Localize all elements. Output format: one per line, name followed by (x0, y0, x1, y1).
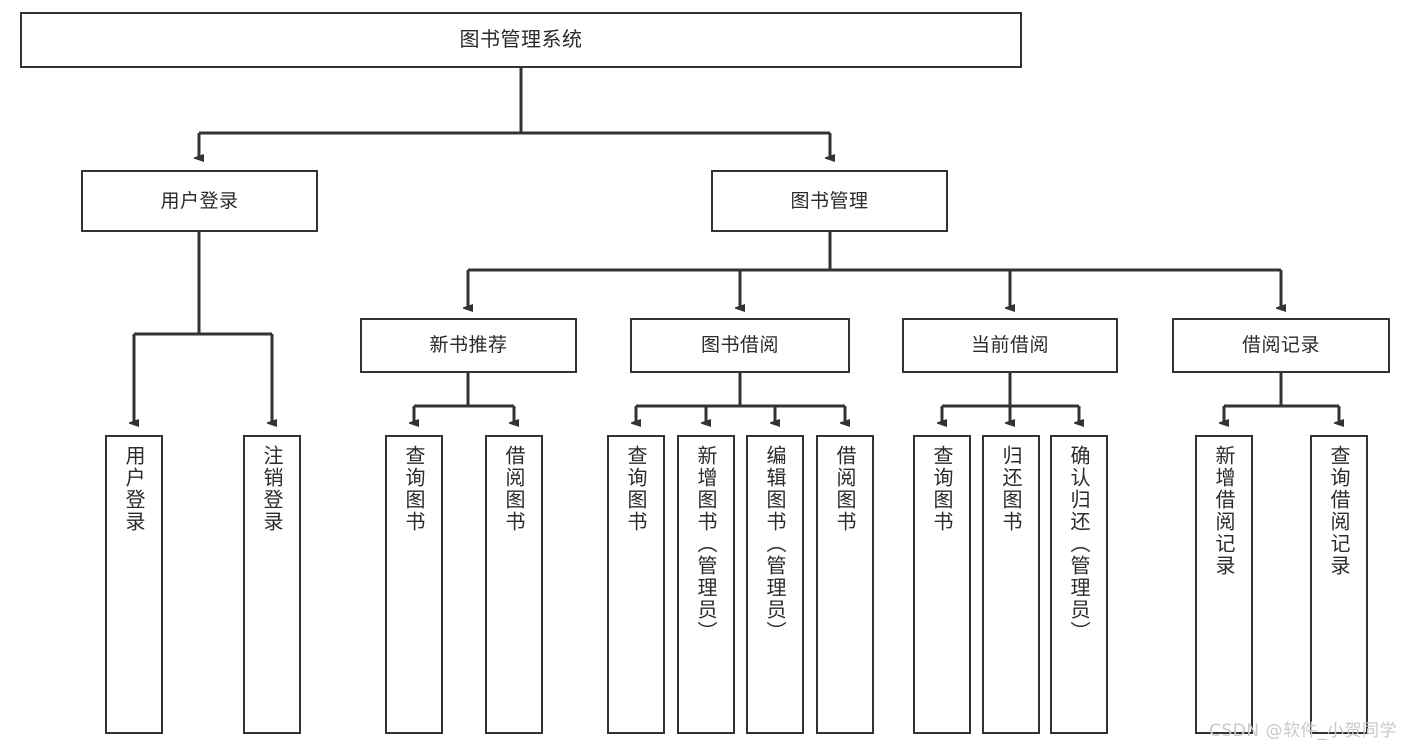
node-label: 编辑图书（管理员） (763, 445, 787, 643)
leaf-return-book[interactable]: 归还图书 (982, 435, 1040, 734)
node-borrow-record[interactable]: 借阅记录 (1172, 318, 1390, 373)
node-label: 图书借阅 (700, 334, 779, 357)
node-label: 注销登录 (260, 445, 284, 533)
node-label: 新增借阅记录 (1212, 445, 1236, 577)
node-label: 查询图书 (624, 445, 648, 533)
node-label: 图书管理 (790, 189, 869, 212)
node-root-system[interactable]: 图书管理系统 (20, 12, 1022, 68)
node-label: 查询图书 (930, 445, 954, 533)
node-label: 新增图书（管理员） (694, 445, 718, 643)
leaf-edit-book-admin[interactable]: 编辑图书（管理员） (746, 435, 804, 734)
leaf-query-book-borrow[interactable]: 查询图书 (607, 435, 665, 734)
node-label: 新书推荐 (429, 334, 508, 357)
leaf-add-borrow-record[interactable]: 新增借阅记录 (1195, 435, 1253, 734)
node-label: 借阅图书 (833, 445, 857, 533)
node-new-book-recommend[interactable]: 新书推荐 (360, 318, 577, 373)
node-label: 借阅图书 (502, 445, 526, 533)
node-label: 查询图书 (402, 445, 426, 533)
node-label: 借阅记录 (1241, 334, 1320, 357)
watermark-text: CSDN @软件_小贺同学 (1209, 721, 1397, 741)
node-label: 图书管理系统 (459, 27, 583, 52)
node-user-login[interactable]: 用户登录 (81, 170, 318, 232)
node-current-borrow[interactable]: 当前借阅 (902, 318, 1118, 373)
node-label: 归还图书 (999, 445, 1023, 533)
leaf-borrow-book-new[interactable]: 借阅图书 (485, 435, 543, 734)
node-label: 用户登录 (160, 189, 239, 212)
leaf-borrow-book[interactable]: 借阅图书 (816, 435, 874, 734)
leaf-confirm-return-admin[interactable]: 确认归还（管理员） (1050, 435, 1108, 734)
leaf-query-borrow-record[interactable]: 查询借阅记录 (1310, 435, 1368, 734)
node-label: 当前借阅 (970, 334, 1049, 357)
leaf-add-book-admin[interactable]: 新增图书（管理员） (677, 435, 735, 734)
leaf-logout[interactable]: 注销登录 (243, 435, 301, 734)
leaf-query-book-new[interactable]: 查询图书 (385, 435, 443, 734)
leaf-query-book-current[interactable]: 查询图书 (913, 435, 971, 734)
node-book-management[interactable]: 图书管理 (711, 170, 948, 232)
node-label: 确认归还（管理员） (1067, 445, 1091, 643)
node-book-borrow[interactable]: 图书借阅 (630, 318, 850, 373)
leaf-user-login[interactable]: 用户登录 (105, 435, 163, 734)
node-label: 查询借阅记录 (1327, 445, 1351, 577)
node-label: 用户登录 (122, 445, 146, 533)
